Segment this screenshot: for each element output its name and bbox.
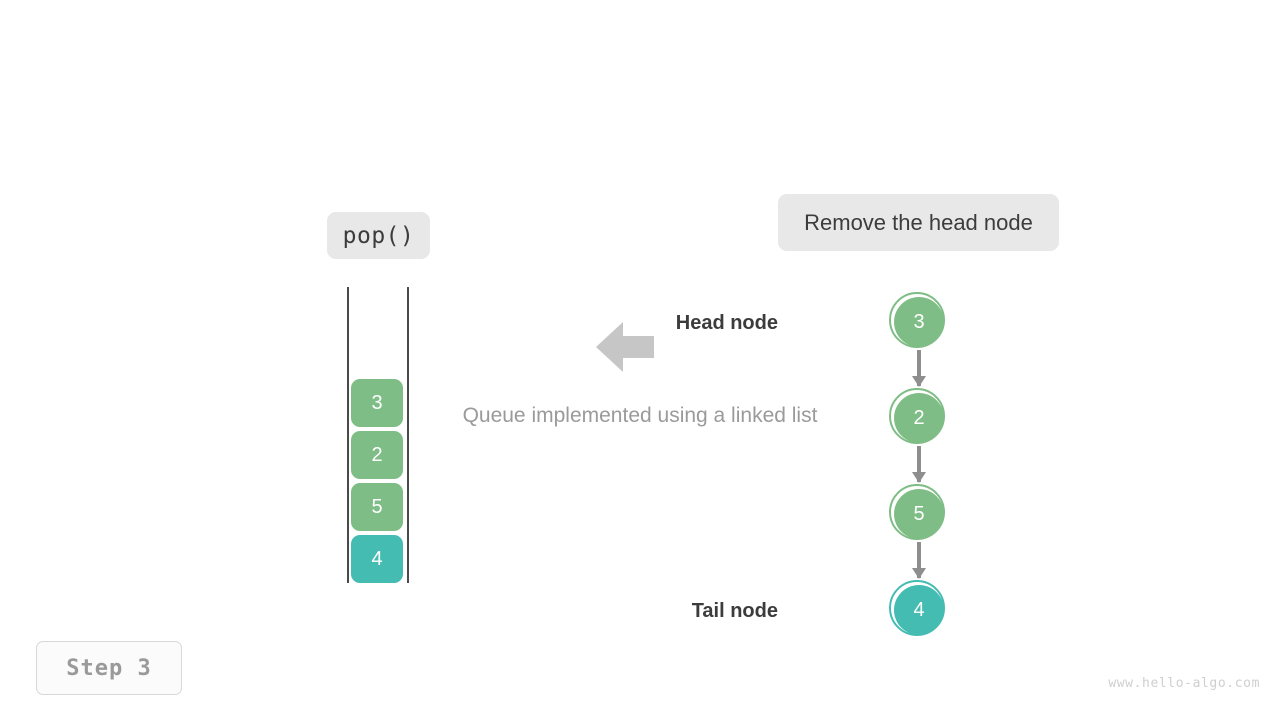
queue-box-value: 4 bbox=[371, 547, 383, 570]
queue-box: 2 bbox=[351, 431, 403, 479]
connector-shaft bbox=[917, 446, 921, 482]
queue-box-value: 3 bbox=[371, 391, 383, 414]
linked-list-node: 3 bbox=[889, 292, 949, 352]
node-outer-ring bbox=[889, 292, 945, 348]
node-outer-ring bbox=[889, 388, 945, 444]
queue-box-value: 2 bbox=[371, 443, 383, 466]
tail-node-label: Tail node bbox=[691, 600, 778, 622]
connector-arrowhead-icon bbox=[912, 568, 926, 579]
queue-box-value: 5 bbox=[371, 495, 383, 518]
linked-list-diagram: Head node Tail node 3 2 5 4 bbox=[676, 280, 1000, 650]
diagram-caption: Queue implemented using a linked list bbox=[462, 404, 818, 427]
operation-call-chip: pop() bbox=[327, 212, 430, 259]
queue-box: 5 bbox=[351, 483, 403, 531]
node-outer-ring bbox=[889, 484, 945, 540]
queue-rail-right bbox=[407, 287, 409, 583]
flow-arrow-left-icon bbox=[596, 320, 654, 374]
node-disc: 4 bbox=[894, 585, 944, 635]
node-disc: 3 bbox=[894, 297, 944, 347]
node-value: 4 bbox=[913, 598, 925, 621]
node-value: 2 bbox=[913, 406, 925, 429]
queue-box: 4 bbox=[351, 535, 403, 583]
linked-list-connector-arrow bbox=[912, 446, 926, 483]
node-disc: 5 bbox=[894, 489, 944, 539]
node-value: 5 bbox=[913, 502, 925, 525]
connector-arrowhead-icon bbox=[912, 376, 926, 387]
connector-shaft bbox=[917, 350, 921, 386]
queue-box-stack: 3 2 5 4 bbox=[351, 379, 403, 583]
node-outer-ring bbox=[889, 580, 945, 636]
connector-shaft bbox=[917, 542, 921, 578]
queue-column: 3 2 5 4 bbox=[340, 280, 420, 590]
watermark: www.hello-algo.com bbox=[1108, 676, 1260, 691]
linked-list-node: 2 bbox=[889, 388, 949, 448]
connector-arrowhead-icon bbox=[912, 472, 926, 483]
linked-list-connector-arrow bbox=[912, 542, 926, 579]
linked-list-connector-arrow bbox=[912, 350, 926, 387]
head-node-label: Head node bbox=[675, 312, 778, 334]
queue-box: 3 bbox=[351, 379, 403, 427]
step-badge: Step 3 bbox=[36, 641, 182, 695]
linked-list-node: 4 bbox=[889, 580, 949, 640]
node-disc: 2 bbox=[894, 393, 944, 443]
queue-rail-left bbox=[347, 287, 349, 583]
linked-list-node: 5 bbox=[889, 484, 949, 544]
operation-description-chip: Remove the head node bbox=[778, 194, 1059, 251]
node-value: 3 bbox=[913, 310, 925, 333]
